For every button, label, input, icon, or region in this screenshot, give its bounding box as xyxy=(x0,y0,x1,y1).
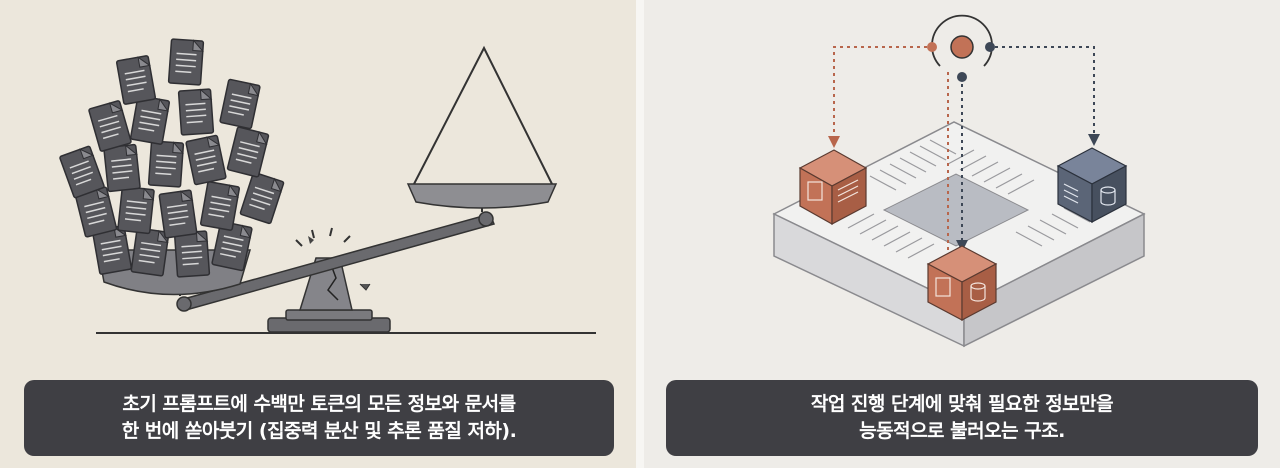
left-panel: 초기 프롬프트에 수백만 토큰의 모든 정보와 문서를 한 번에 쏟아붓기 (집… xyxy=(0,0,636,468)
document-icon xyxy=(199,180,241,232)
document-icon xyxy=(130,227,170,277)
document-icon xyxy=(103,143,141,193)
crack-icon xyxy=(327,261,339,301)
document-icon xyxy=(87,99,133,153)
document-icon xyxy=(173,230,211,278)
stress-marks xyxy=(295,227,351,247)
document-pile xyxy=(58,38,285,278)
document-icon xyxy=(177,88,215,136)
document-icon xyxy=(226,126,270,178)
document-icon xyxy=(117,185,155,235)
database-cube-icon xyxy=(1056,147,1128,223)
document-icon xyxy=(158,189,198,239)
document-icon xyxy=(58,145,106,199)
left-caption-line1: 초기 프롬프트에 수백만 토큰의 모든 정보와 문서를 xyxy=(122,393,516,415)
document-database-cube-icon xyxy=(926,245,998,321)
document-icon xyxy=(219,78,261,130)
overloaded-scale-illustration xyxy=(58,38,596,334)
left-caption-line2: 한 번에 쏟아붓기 (집중력 분산 및 추론 품질 저하). xyxy=(121,420,517,442)
connector-orange-left xyxy=(828,46,927,148)
document-icon xyxy=(167,38,205,86)
right-pan-strings xyxy=(413,45,553,185)
left-caption: 초기 프롬프트에 수백만 토큰의 모든 정보와 문서를 한 번에 쏟아붓기 (집… xyxy=(24,380,614,456)
document-icon xyxy=(185,134,227,186)
connector-slate-right xyxy=(995,46,1100,146)
hub-node-icon xyxy=(927,14,995,82)
right-caption-line2: 능동적으로 불러오는 구조. xyxy=(859,420,1065,442)
panel-divider xyxy=(636,0,644,468)
right-pan xyxy=(406,183,558,209)
document-cube-icon xyxy=(798,149,868,226)
document-icon xyxy=(115,54,157,106)
right-panel: 작업 진행 단계에 맞춰 필요한 정보만을 능동적으로 불러오는 구조. xyxy=(644,0,1280,468)
right-caption: 작업 진행 단계에 맞춰 필요한 정보만을 능동적으로 불러오는 구조. xyxy=(666,380,1258,456)
staircase-retrieval-illustration xyxy=(772,14,1146,348)
right-caption-line1: 작업 진행 단계에 맞춰 필요한 정보만을 xyxy=(810,393,1114,415)
document-icon xyxy=(147,140,185,188)
document-icon xyxy=(239,171,285,225)
